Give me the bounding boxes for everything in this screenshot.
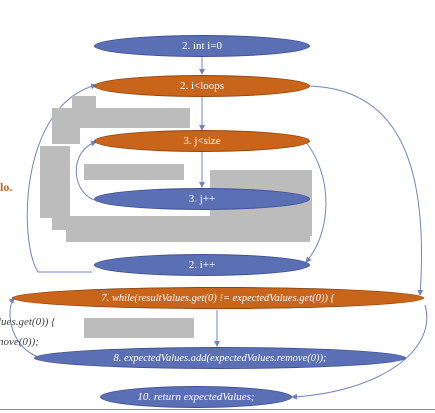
node-inner-increment: 3. j++ bbox=[94, 188, 310, 210]
node-inner-loop-condition: 3. j<size bbox=[94, 130, 310, 152]
code-fragment-line-2: nove(0)); bbox=[0, 336, 39, 348]
edge-while-exit-to-return bbox=[291, 304, 428, 400]
code-fragment-line-1: lues.get(0)) { bbox=[0, 316, 56, 328]
occluder-block bbox=[84, 164, 184, 180]
node-rotate-expected: 8. expectedValues.add(expectedValues.rem… bbox=[34, 347, 406, 369]
occluder-block bbox=[52, 216, 222, 230]
edge-jpp-back-to-inner bbox=[75, 140, 97, 201]
occluder-block bbox=[52, 120, 80, 144]
occluder-block bbox=[40, 146, 70, 218]
edge-ipp-back-to-loop bbox=[26, 83, 97, 273]
bottom-divider bbox=[0, 409, 435, 410]
node-init-i: 2. int i=0 bbox=[94, 35, 310, 57]
node-while-condition: 7. while(resultValues.get(0) != expected… bbox=[12, 287, 424, 309]
occluder-block bbox=[52, 108, 190, 128]
occluder-block bbox=[84, 318, 194, 338]
node-outer-loop-condition: 2. i<loops bbox=[94, 75, 310, 97]
edge-loop-exit-to-while bbox=[307, 85, 424, 296]
edge-inner-exit-to-ipp bbox=[305, 141, 327, 263]
occluder-block bbox=[66, 228, 310, 242]
node-outer-increment: 2. i++ bbox=[94, 254, 310, 276]
node-return-expected: 10. return expectedValues; bbox=[100, 386, 292, 408]
side-label: lo. bbox=[0, 180, 13, 194]
edge-body-back-to-while bbox=[8, 297, 39, 358]
